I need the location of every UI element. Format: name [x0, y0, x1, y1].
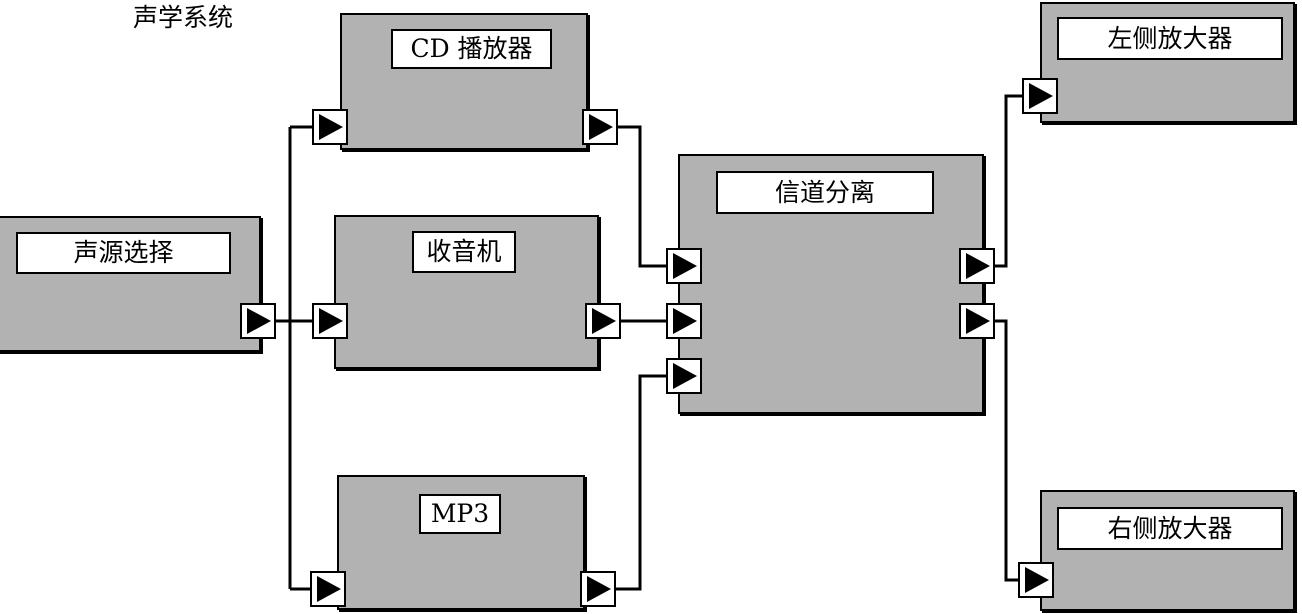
channel-splitter-label: 信道分离 — [716, 171, 934, 214]
wire-splitter-left — [995, 94, 1022, 268]
splitter-input-port-3 — [666, 358, 702, 394]
source-selector-label: 声源选择 — [16, 232, 231, 274]
right-amplifier-label: 右侧放大器 — [1057, 507, 1283, 550]
mp3-block: MP3 — [337, 475, 585, 610]
mp3-output-port — [580, 571, 616, 607]
wire-splitter-right — [995, 319, 1018, 582]
play-triangle-icon — [673, 253, 697, 279]
right-amplifier-input-port — [1018, 562, 1054, 598]
radio-label: 收音机 — [412, 231, 516, 273]
left-amplifier-label: 左侧放大器 — [1057, 17, 1283, 60]
cd-output-port — [582, 109, 618, 145]
cd-player-label: CD 播放器 — [391, 29, 552, 69]
source-selector-block: 声源选择 — [0, 216, 261, 352]
play-triangle-icon — [1025, 567, 1049, 593]
play-triangle-icon — [247, 308, 271, 334]
channel-splitter-block: 信道分离 — [678, 154, 984, 414]
left-amplifier-input-port — [1022, 78, 1058, 114]
play-triangle-icon — [317, 576, 341, 602]
wire-cd-splitter — [618, 125, 666, 268]
play-triangle-icon — [589, 114, 613, 140]
play-triangle-icon — [673, 363, 697, 389]
play-triangle-icon — [966, 308, 990, 334]
source-output-port — [240, 303, 276, 339]
play-triangle-icon — [587, 576, 611, 602]
cd-player-block: CD 播放器 — [340, 13, 588, 150]
play-triangle-icon — [319, 308, 343, 334]
play-triangle-icon — [673, 308, 697, 334]
cd-input-port — [312, 109, 348, 145]
splitter-output-port-left — [959, 248, 995, 284]
wire-mp3-splitter — [616, 374, 666, 591]
play-triangle-icon — [966, 253, 990, 279]
right-amplifier-block: 右侧放大器 — [1040, 490, 1295, 611]
diagram-title: 声学系统 — [133, 3, 234, 32]
radio-output-port — [585, 303, 621, 339]
radio-block: 收音机 — [334, 215, 599, 369]
splitter-input-port-2 — [666, 303, 702, 339]
splitter-input-port-1 — [666, 248, 702, 284]
left-amplifier-block: 左侧放大器 — [1040, 2, 1295, 123]
mp3-input-port — [310, 571, 346, 607]
play-triangle-icon — [319, 114, 343, 140]
mp3-label: MP3 — [419, 494, 501, 534]
play-triangle-icon — [592, 308, 616, 334]
radio-input-port — [312, 303, 348, 339]
splitter-output-port-right — [959, 303, 995, 339]
play-triangle-icon — [1029, 83, 1053, 109]
